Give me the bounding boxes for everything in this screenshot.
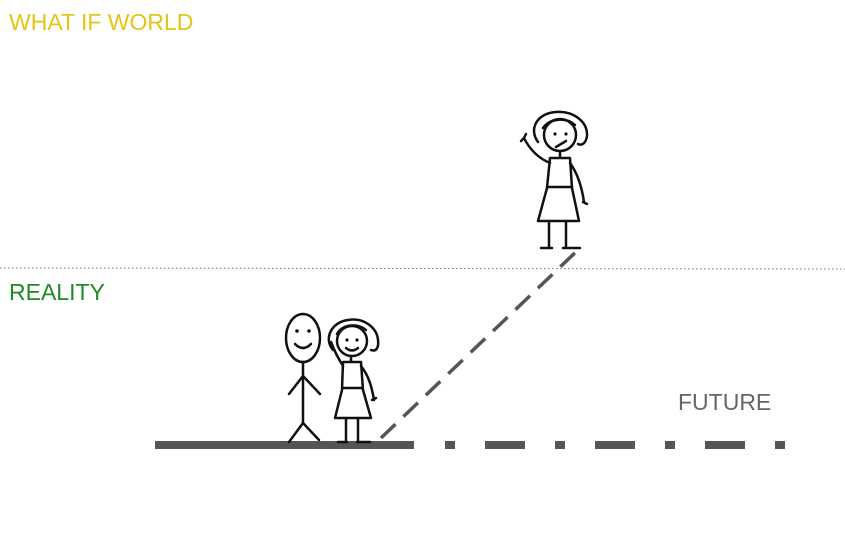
future-label: FUTURE xyxy=(678,389,772,415)
what-if-branch-line xyxy=(379,246,582,440)
reality-label: REALITY xyxy=(9,279,105,305)
stick-woman-icon xyxy=(327,318,380,444)
world-divider-line xyxy=(0,267,845,270)
what-if-world-label: WHAT IF WORLD xyxy=(9,9,194,35)
stick-woman-waving-icon xyxy=(519,110,589,250)
stick-man-icon xyxy=(284,312,322,444)
